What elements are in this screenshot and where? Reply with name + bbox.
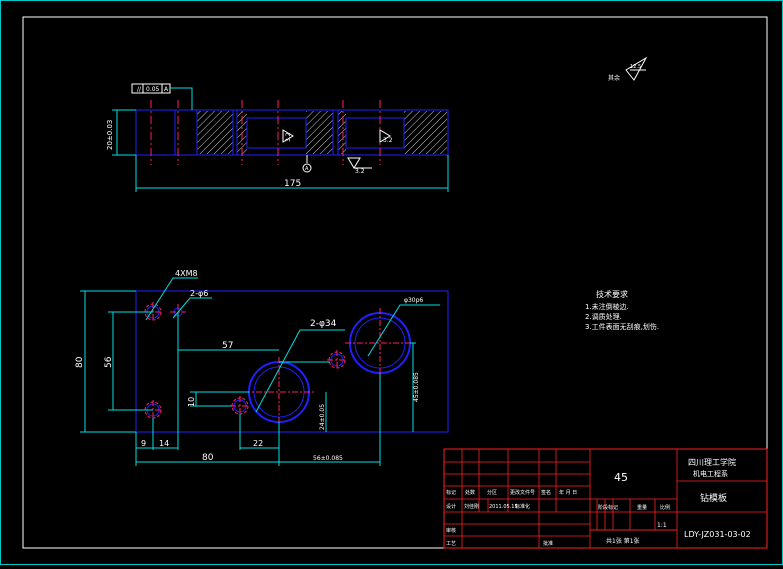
roughness-c: 3.2 — [355, 168, 365, 175]
title-block: 45 四川理工学院 机电工程系 钻模板 LDY-JZ031-03-02 1:1 … — [443, 448, 768, 549]
label-standard: 标准化 — [515, 503, 530, 510]
drawing-frame — [22, 16, 768, 549]
tolerance-symbol: // — [137, 86, 142, 93]
tech-heading: 技术要求 — [596, 289, 628, 299]
label-design: 设计 — [446, 503, 456, 510]
label-weight: 重量 — [637, 504, 647, 511]
title-department: 机电工程系 — [693, 469, 728, 478]
tech-item-1: 1.未注倒棱边. — [585, 302, 629, 311]
dim-10: 10 — [187, 397, 196, 407]
plan-outline — [135, 290, 449, 433]
label-change-no: 更改文件号 — [510, 489, 535, 496]
dim-45: 45±0.085 — [413, 372, 420, 402]
callout-phi30: φ30p6 — [404, 297, 423, 304]
plan-view: 4XM8 2-φ6 2-φ34 φ30p6 57 80 56 10 — [75, 269, 449, 466]
roughness-a: 3.2 — [285, 132, 292, 142]
section-view: // 0.05 A 20±0.03 175 3.2 3.2 3.2 A — [106, 83, 449, 192]
dim-56-tol: 56±0.085 — [313, 455, 343, 462]
dim-80-height: 80 — [75, 356, 85, 368]
technical-requirements: 技术要求 1.未注倒棱边. 2.调质处理. 3.工件表面无刮痕,划伤. — [585, 289, 659, 331]
roughness-note-value: 12.5 — [630, 64, 641, 70]
hatch-region-5 — [338, 111, 346, 154]
label-approve: 批准 — [543, 540, 553, 547]
dim-56: 56 — [104, 356, 114, 368]
label-design-date: 2011.05.15 — [489, 504, 518, 510]
label-mark: 标记 — [446, 489, 456, 496]
label-date: 年 月 日 — [559, 489, 577, 496]
label-zone: 分区 — [487, 489, 497, 496]
dim-14: 14 — [159, 439, 169, 448]
datum-label: A — [305, 166, 309, 172]
title-material: 45 — [614, 471, 628, 484]
title-scale: 1:1 — [657, 522, 667, 529]
callout-4xm8: 4XM8 — [175, 269, 198, 278]
roughness-b: 3.2 — [383, 137, 393, 144]
title-school: 四川理工学院 — [688, 457, 736, 467]
label-signature: 签名 — [541, 489, 551, 496]
label-stage: 阶段标记 — [598, 504, 618, 511]
dim-9: 9 — [141, 439, 146, 448]
tolerance-datum: A — [164, 86, 169, 93]
dim-thickness: 20±0.03 — [106, 120, 114, 150]
title-part-name: 钻模板 — [700, 492, 727, 504]
label-review: 审核 — [446, 527, 456, 534]
hatch-region-3 — [404, 111, 447, 154]
hatch-region-1 — [197, 111, 233, 154]
dim-length-175: 175 — [284, 179, 301, 189]
title-drawing-no: LDY-JZ031-03-02 — [684, 530, 751, 539]
title-sheets: 共1张 第1张 — [606, 537, 640, 545]
label-process: 工艺 — [446, 541, 456, 547]
label-design-name: 刘佳刚 — [464, 503, 479, 510]
hatch-region-2 — [306, 111, 333, 154]
dim-22: 22 — [253, 439, 263, 448]
tech-item-3: 3.工件表面无刮痕,划伤. — [585, 322, 659, 331]
callout-2phi6: 2-φ6 — [190, 289, 208, 298]
callout-2phi34: 2-φ34 — [310, 319, 337, 329]
tech-item-2: 2.调质处理. — [585, 312, 622, 321]
dim-80-bottom: 80 — [202, 453, 214, 463]
bore-1 — [246, 117, 307, 149]
bore-2 — [345, 117, 405, 149]
dim-24: 24±0.05 — [319, 404, 326, 430]
roughness-note-label: 其余 — [608, 74, 620, 82]
roughness-note: 其余 12.5 — [608, 56, 648, 82]
label-count: 处数 — [465, 489, 475, 496]
label-ratio: 比例 — [660, 504, 670, 511]
tolerance-value: 0.05 — [146, 86, 160, 93]
section-outline — [135, 109, 449, 156]
dim-57: 57 — [222, 341, 233, 351]
